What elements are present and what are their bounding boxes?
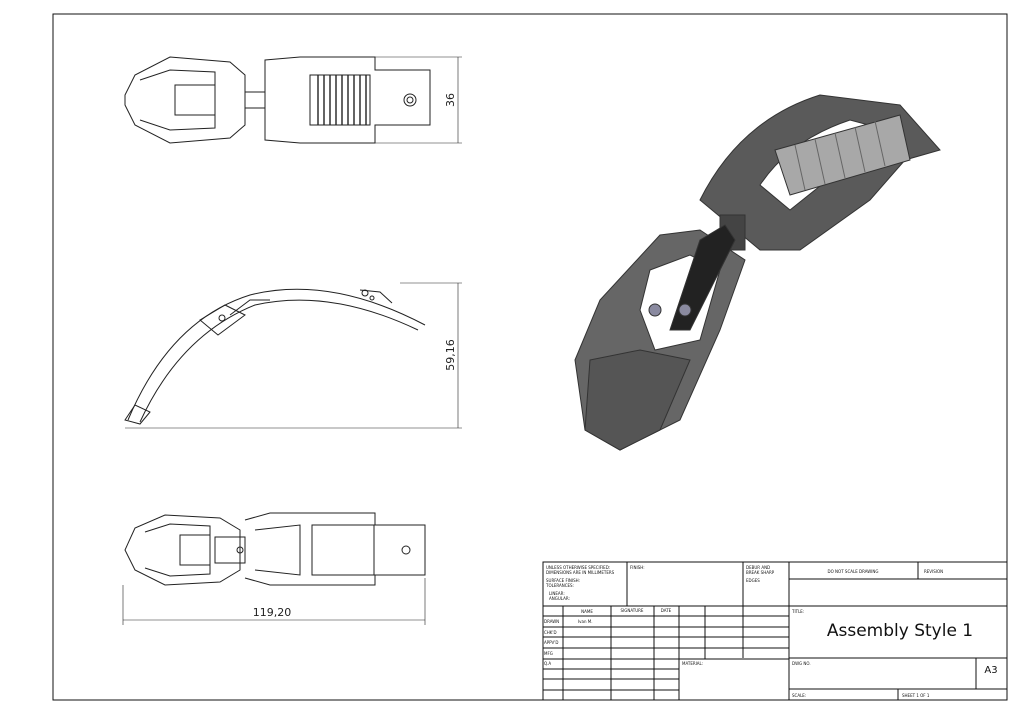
isometric-view	[574, 94, 941, 451]
dimension-height: 59,16	[444, 339, 457, 371]
sheet-number: SHEET 1 OF 1	[902, 693, 930, 698]
title-block-text: UNLESS OTHERWISE SPECIFIED: DIMENSIONS A…	[544, 565, 998, 698]
do-not-scale-label: DO NOT SCALE DRAWING	[828, 569, 879, 574]
top-view	[124, 56, 462, 144]
finish-label: FINISH:	[630, 565, 645, 570]
header-date: DATE	[661, 608, 672, 613]
header-signature: SIGNATURE	[621, 608, 644, 613]
row-label-approved: APPV'D	[544, 640, 558, 645]
header-name: NAME	[581, 609, 593, 614]
scale-label: SCALE:	[792, 693, 806, 698]
note-tolerances: TOLERANCES:	[545, 583, 574, 588]
sheet-size: A3	[984, 665, 997, 676]
row-label-mfg: MFG	[544, 651, 553, 656]
dimension-length: 119,20	[253, 606, 292, 619]
note-surface: SURFACE FINISH:	[546, 578, 580, 583]
note-unless: UNLESS OTHERWISE SPECIFIED:	[546, 565, 610, 570]
note-angular: ANGULAR:	[549, 596, 570, 601]
dimension-width: 36	[444, 93, 457, 107]
title-block	[542, 561, 1008, 701]
drawn-name: Ivan M.	[578, 619, 593, 624]
deburr-label-1: DEBUR AND	[746, 565, 770, 570]
title-label: TITLE:	[791, 609, 804, 614]
material-label: MATERIAL:	[682, 661, 703, 666]
row-label-checked: CHK'D	[544, 630, 557, 635]
note-linear: LINEAR:	[549, 591, 565, 596]
drawing-title: Assembly Style 1	[827, 621, 973, 641]
row-label-drawn: DRAWN	[544, 619, 559, 624]
bottom-view	[122, 512, 426, 625]
dwg-no-label: DWG NO.	[792, 661, 811, 666]
revision-label: REVISION	[924, 569, 943, 574]
deburr-label-2: BREAK SHARP	[746, 570, 775, 575]
note-dimensions: DIMENSIONS ARE IN MILLIMETERS	[546, 570, 615, 575]
side-view	[124, 282, 462, 429]
deburr-label-3: EDGES	[746, 578, 760, 583]
row-label-qa: Q.A	[544, 661, 551, 666]
